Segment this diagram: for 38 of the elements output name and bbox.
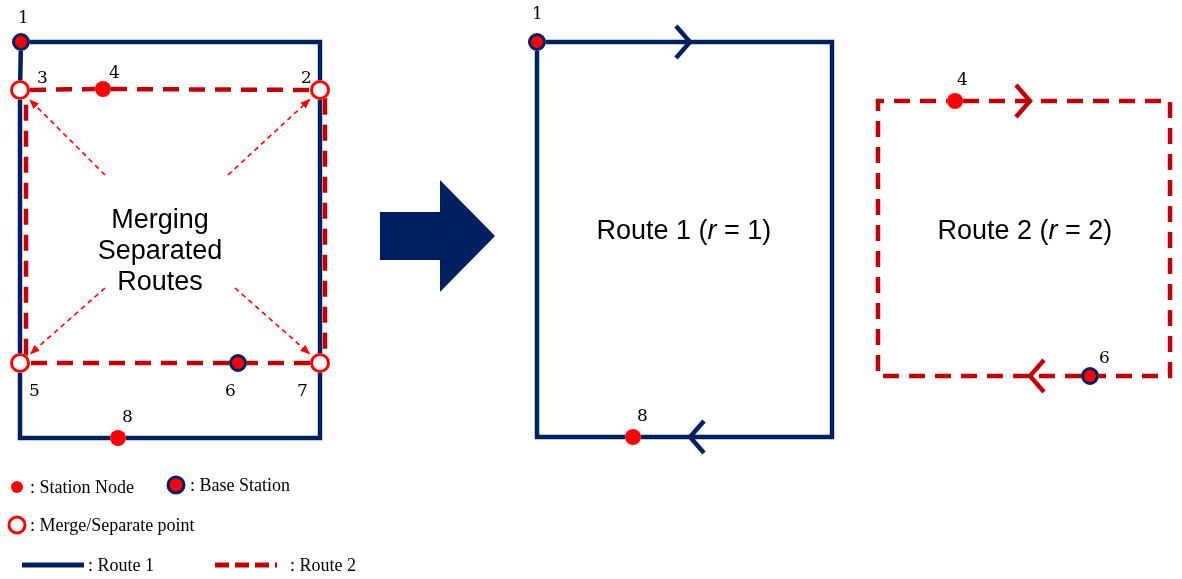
node-number: 1	[18, 9, 29, 26]
caption-text: Merging Separated Routes	[60, 203, 260, 297]
node-number: 8	[122, 408, 133, 425]
legend-text: : Merge/Separate point	[30, 516, 195, 534]
route-line	[546, 24, 835, 455]
node-number: 7	[297, 382, 308, 399]
leader-arrow	[29, 287, 106, 355]
node-number: 6	[225, 382, 236, 399]
node-number: 1	[532, 5, 543, 22]
route-line	[30, 39, 323, 80]
node-number: 4	[957, 71, 968, 88]
route-line	[875, 98, 1081, 394]
leader-arrow	[227, 98, 311, 176]
leader-arrow	[234, 287, 311, 355]
legend-text: : Route 1	[88, 556, 154, 574]
node-number: 4	[109, 64, 120, 81]
route-title: Route 2 (r = 2)	[937, 214, 1113, 246]
node-number: 6	[1099, 349, 1110, 366]
node-number: 8	[637, 407, 648, 424]
legend-text: : Base Station	[190, 476, 290, 494]
route-line	[247, 360, 310, 366]
route-line	[317, 100, 323, 353]
node-number: 3	[37, 69, 48, 86]
route-line	[29, 86, 96, 93]
route-line	[30, 360, 229, 366]
leader-arrow	[29, 99, 106, 176]
route-line	[17, 100, 23, 353]
route-line	[534, 51, 625, 440]
route-line	[17, 373, 110, 441]
route-title: Route 1 (r = 1)	[596, 214, 772, 246]
node-number: 5	[29, 382, 40, 399]
route-line	[963, 83, 1173, 379]
route-line	[17, 50, 24, 81]
node-number: 2	[301, 69, 312, 86]
legend-text: : Route 2	[290, 556, 356, 574]
route-line	[126, 373, 323, 441]
legend-text: : Station Node	[30, 478, 134, 496]
route-line	[111, 86, 310, 93]
